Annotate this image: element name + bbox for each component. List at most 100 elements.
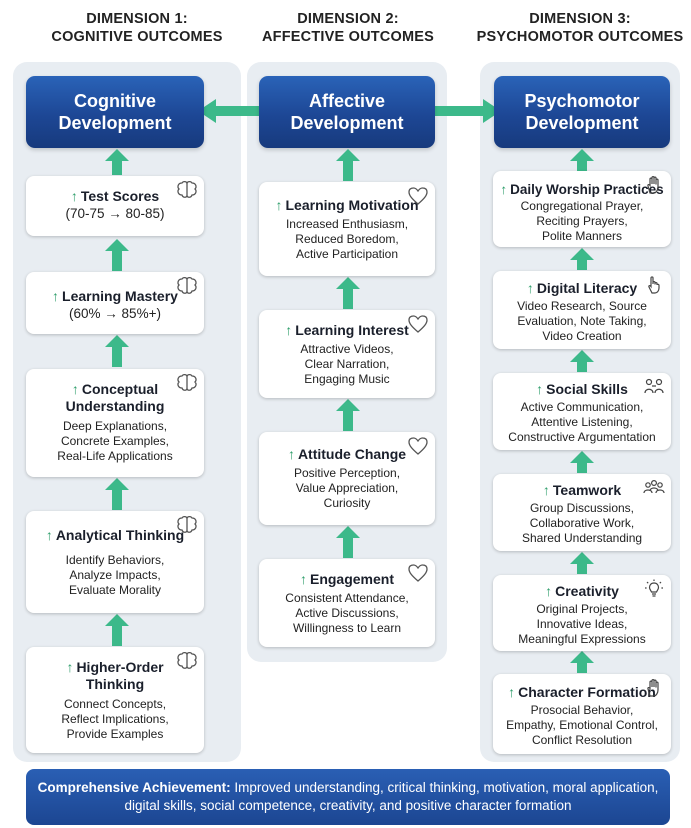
heart-icon [408, 437, 428, 455]
card-daily-worship-practices: ↑Daily Worship Practices Congregational … [493, 171, 671, 247]
up-arrow-glyph: ↑ [545, 583, 553, 599]
heart-icon [408, 315, 428, 333]
up-arrow-glyph: ↑ [45, 527, 53, 543]
pointer-hand-icon [648, 276, 660, 294]
psychomotor-up-arrow [570, 350, 594, 372]
dimension-3-line2: PSYCHOMOTOR OUTCOMES [476, 29, 684, 45]
card-detail: Conflict Resolution [531, 733, 633, 747]
arrow-affective-to-psychomotor [435, 99, 501, 123]
card-detail: (60% → 85%+) [69, 306, 161, 321]
heart-icon [408, 564, 428, 582]
card-detail: Innovative Ideas, [536, 617, 628, 631]
affective-up-arrow [336, 277, 360, 309]
card-detail: Evaluation, Note Taking, [517, 314, 647, 328]
card-detail: Polite Manners [541, 229, 623, 243]
card-title: Learning Interest [295, 322, 409, 338]
card-social-skills: ↑Social Skills Active Communication, Att… [493, 373, 671, 450]
psychomotor-header-line1: Psychomotor [524, 91, 640, 111]
card-detail: Provide Examples [66, 727, 164, 741]
card-detail: Curiosity [323, 496, 371, 510]
up-arrow-glyph: ↑ [287, 446, 295, 462]
comprehensive-achievement-banner: Comprehensive Achievement: Improved unde… [26, 769, 670, 825]
card-title: Engagement [309, 571, 394, 587]
up-arrow-glyph: ↑ [285, 322, 293, 338]
card-detail: Meaningful Expressions [518, 632, 646, 646]
card-detail: Engaging Music [304, 372, 390, 386]
card-title: Social Skills [546, 381, 628, 397]
cognitive-up-arrow [105, 614, 129, 646]
psychomotor-up-arrow [570, 651, 594, 673]
dimension-1-title: DIMENSION 1: COGNITIVE OUTCOMES [27, 10, 247, 46]
up-arrow-glyph: ↑ [70, 188, 78, 204]
card-test-scores: ↑Test Scores (70-75 → 80-85) [26, 176, 204, 236]
card-learning-mastery: ↑Learning Mastery (60% → 85%+) [26, 272, 204, 334]
card-detail: Concrete Examples, [60, 434, 170, 448]
card-title: Analytical Thinking [55, 527, 185, 543]
brain-icon [177, 276, 197, 294]
card-detail: Real-Life Applications [57, 449, 173, 463]
card-detail: Reflect Implications, [61, 712, 169, 726]
card-title: Daily Worship Practices [510, 182, 664, 197]
card-title: Attitude Change [297, 446, 407, 462]
up-arrow-glyph: ↑ [536, 381, 544, 397]
card-teamwork: ↑Teamwork Group Discussions, Collaborati… [493, 474, 671, 551]
dimension-2-line2: AFFECTIVE OUTCOMES [262, 29, 434, 45]
card-detail: Attentive Listening, [531, 415, 633, 429]
up-arrow-glyph: ↑ [66, 659, 74, 675]
hand-icon [647, 679, 659, 697]
up-arrow-glyph: ↑ [508, 684, 516, 700]
card-detail: (70-75 → 80-85) [65, 206, 165, 221]
card-title-line2: Thinking [85, 676, 145, 692]
card-title: Test Scores [80, 188, 160, 204]
card-detail: Deep Explanations, [62, 419, 168, 433]
card-detail: Prosocial Behavior, [530, 703, 634, 717]
card-detail: Congregational Prayer, [520, 199, 644, 213]
up-arrow-glyph: ↑ [71, 381, 79, 397]
lightbulb-icon [645, 579, 663, 597]
card-detail: Clear Narration, [304, 357, 390, 371]
cognitive-up-arrow [105, 335, 129, 367]
dimension-2-line1: DIMENSION 2: [297, 11, 399, 27]
brain-icon [177, 515, 197, 533]
card-detail: Consistent Attendance, [285, 591, 409, 605]
card-detail: Shared Understanding [521, 531, 643, 545]
card-learning-motivation: ↑Learning Motivation Increased Enthusias… [259, 182, 435, 276]
card-detail: Original Projects, [536, 602, 628, 616]
group-icon [643, 479, 665, 494]
card-detail: Increased Enthusiasm, [285, 217, 409, 231]
up-arrow-glyph: ↑ [275, 197, 283, 213]
card-engagement: ↑Engagement Consistent Attendance, Activ… [259, 559, 435, 647]
psychomotor-up-arrow [570, 552, 594, 574]
psychomotor-header-line2: Development [525, 113, 639, 133]
brain-icon [177, 180, 197, 198]
card-learning-interest: ↑Learning Interest Attractive Videos, Cl… [259, 310, 435, 398]
affective-header-line2: Development [290, 113, 404, 133]
card-detail: Video Research, Source [517, 299, 647, 313]
card-title: Learning Motivation [285, 197, 419, 213]
heart-icon [408, 187, 428, 205]
up-arrow-glyph: ↑ [299, 571, 307, 587]
cognitive-header-line2: Development [58, 113, 172, 133]
card-digital-literacy: ↑Digital Literacy Video Research, Source… [493, 271, 671, 349]
affective-header-line1: Affective [308, 91, 386, 111]
cognitive-up-arrow [105, 239, 129, 271]
card-attitude-change: ↑Attitude Change Positive Perception, Va… [259, 432, 435, 525]
dimension-1-line2: COGNITIVE OUTCOMES [51, 29, 223, 45]
card-creativity: ↑Creativity Original Projects, Innovativ… [493, 575, 671, 651]
arrow-affective-to-cognitive [198, 99, 264, 123]
card-title: Teamwork [552, 482, 622, 498]
card-detail: Constructive Argumentation [508, 430, 656, 444]
hand-icon [647, 176, 659, 194]
footer-label: Comprehensive Achievement: [37, 780, 231, 795]
brain-icon [177, 373, 197, 391]
affective-up-arrow [336, 149, 360, 181]
psychomotor-up-arrow [570, 149, 594, 171]
up-arrow-glyph: ↑ [52, 288, 60, 304]
card-detail: Reduced Boredom, [295, 232, 399, 246]
card-detail: Value Appreciation, [295, 481, 399, 495]
dimension-3-line1: DIMENSION 3: [529, 11, 631, 27]
card-title: Higher-Order [76, 659, 164, 675]
